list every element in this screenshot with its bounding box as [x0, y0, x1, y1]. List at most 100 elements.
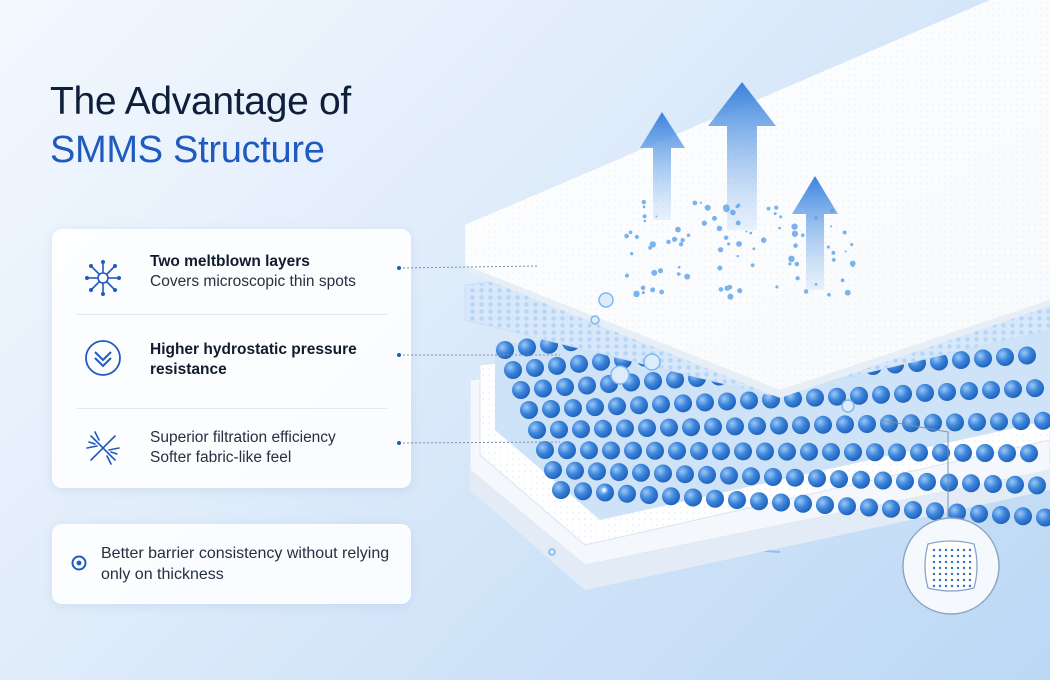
bead — [926, 502, 944, 521]
title-line-2: SMMS Structure — [50, 129, 325, 171]
zoom-dot — [962, 548, 966, 552]
droplet — [794, 261, 800, 267]
droplet — [678, 242, 684, 247]
droplet — [671, 236, 678, 242]
droplet — [628, 230, 633, 235]
features-card: Two meltblown layers Covers microscopic … — [52, 229, 411, 488]
droplet — [737, 288, 743, 294]
bead — [968, 413, 986, 431]
bead — [938, 382, 956, 401]
bead — [874, 471, 892, 490]
zoom-dot — [932, 566, 936, 570]
zoom-dot — [950, 554, 954, 558]
zoom-dot — [932, 572, 936, 576]
zoom-dot — [938, 560, 942, 564]
zoom-dot — [968, 560, 972, 564]
droplet — [641, 291, 645, 295]
note-text: Better barrier consistency without relyi… — [101, 545, 390, 583]
droplet — [773, 212, 777, 216]
droplet — [650, 287, 656, 293]
bead — [982, 381, 1000, 400]
zoom-dot — [944, 560, 948, 564]
bead — [740, 391, 758, 410]
zoom-dot — [962, 554, 966, 558]
droplet — [814, 216, 818, 220]
bead — [588, 462, 606, 481]
bead — [696, 393, 714, 412]
zoom-dot — [944, 566, 948, 570]
droplet — [643, 219, 647, 223]
zoom-dot — [968, 572, 972, 576]
bead — [674, 394, 692, 413]
bead — [706, 489, 724, 508]
bead — [992, 506, 1010, 524]
bead — [654, 464, 672, 483]
bead — [858, 415, 876, 433]
bead — [1028, 476, 1046, 495]
droplet — [659, 289, 665, 295]
divider — [77, 408, 387, 409]
divider — [77, 314, 387, 315]
bead — [828, 387, 846, 406]
droplet — [840, 278, 845, 283]
bead — [896, 472, 914, 491]
zoom-dot — [938, 566, 942, 570]
droplet — [727, 293, 734, 300]
zoom-dot — [944, 584, 948, 588]
droplet — [704, 204, 711, 211]
bead — [918, 472, 936, 491]
bead — [684, 488, 702, 507]
zoom-dot — [956, 584, 960, 588]
bead — [872, 385, 890, 404]
bead — [718, 392, 736, 411]
bead — [772, 493, 790, 512]
arrow-up-icon — [792, 176, 838, 290]
droplet — [788, 255, 795, 263]
droplet — [800, 233, 805, 237]
droplet — [730, 209, 736, 216]
droplet — [723, 235, 729, 240]
bead — [946, 413, 964, 432]
bottom-layer-edge — [470, 470, 1050, 590]
bead — [794, 494, 812, 513]
droplet — [649, 241, 656, 248]
zoom-dot — [956, 560, 960, 564]
bubbles — [548, 292, 855, 556]
bead — [1034, 411, 1050, 430]
bead — [902, 414, 920, 433]
droplet — [648, 245, 653, 250]
zoom-dot — [938, 554, 942, 558]
bead — [770, 416, 788, 435]
droplet — [642, 214, 647, 219]
zoom-dot — [932, 584, 936, 588]
droplet — [717, 247, 724, 253]
bead — [816, 496, 834, 514]
bead — [712, 442, 730, 461]
bead — [528, 421, 546, 439]
bead — [726, 417, 744, 436]
bead — [852, 470, 870, 489]
bead — [860, 498, 878, 517]
droplet — [830, 208, 834, 213]
bead — [924, 413, 942, 432]
droplet — [803, 289, 809, 294]
page-title: The Advantage of SMMS Structure — [50, 78, 351, 174]
droplet — [745, 230, 748, 233]
bead — [518, 338, 536, 357]
bead — [520, 401, 538, 419]
droplet — [830, 225, 833, 228]
bead — [1018, 346, 1036, 365]
droplet — [677, 265, 681, 269]
droplet — [749, 231, 753, 235]
droplet — [827, 292, 831, 297]
droplet — [736, 240, 742, 247]
droplet — [793, 243, 798, 248]
droplet — [684, 273, 691, 280]
droplet — [791, 230, 799, 237]
droplet — [633, 290, 640, 298]
zoom-dot — [932, 578, 936, 582]
bead — [536, 441, 554, 459]
droplet — [778, 226, 781, 230]
bead — [990, 412, 1008, 431]
